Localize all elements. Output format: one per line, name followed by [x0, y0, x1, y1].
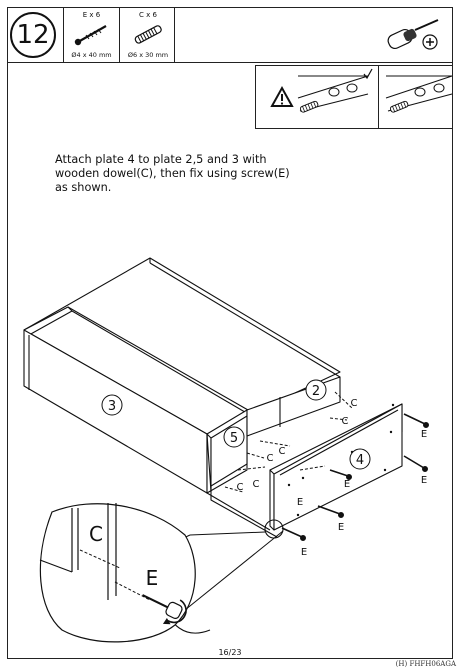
footer-code: (H) FHFH06AGA [395, 660, 456, 668]
detail-c-label: C [89, 522, 103, 546]
detail-circle [39, 503, 196, 643]
plate-5-marker [223, 426, 245, 448]
dowel-c-label: C [279, 446, 286, 457]
warning-divider [378, 66, 379, 128]
dowel-c-label: C [342, 416, 349, 427]
header-bar [7, 7, 453, 63]
part-quantity: C x 6 [139, 11, 157, 19]
dowel-c-label: C [267, 453, 274, 464]
wooden-dowel-icon [134, 25, 162, 44]
screw-e-label: E [297, 497, 303, 508]
screw-e-label: E [338, 522, 344, 533]
checkmark-icon [363, 68, 373, 80]
part-dowel-c: C x 6 Ø6 x 30 mm [120, 8, 176, 62]
page-frame [7, 7, 453, 659]
page-number: 16/23 [218, 648, 242, 657]
plate-2-label: 2 [312, 384, 320, 399]
screw-e-label: E [344, 479, 350, 490]
dowel-c-label: C [351, 398, 358, 409]
screw-e-label: E [421, 475, 427, 486]
screw-icon [74, 25, 107, 46]
warning-illustration [270, 68, 453, 113]
warning-icon [270, 85, 294, 107]
dowel-c-label: C [253, 479, 260, 490]
parts-list: E x 6 Ø4 x 40 mm C x 6 Ø6 x 30 [63, 8, 175, 62]
plate-3-label: 3 [108, 399, 116, 414]
dowel-c-label: C [237, 482, 244, 493]
instruction-text: Attach plate 4 to plate 2,5 and 3 with w… [55, 153, 290, 194]
part-size: Ø4 x 40 mm [71, 51, 112, 59]
detail-e-label: E [146, 566, 159, 590]
screw-e-label: E [421, 429, 427, 440]
part-screw-e: E x 6 Ø4 x 40 mm [64, 8, 120, 62]
warning-panel [255, 65, 453, 129]
plate-4-label: 4 [356, 453, 364, 468]
part-quantity: E x 6 [82, 11, 101, 19]
part-size: Ø6 x 30 mm [127, 51, 169, 59]
screwdriver-icon [387, 19, 439, 50]
plate-5-label: 5 [230, 431, 238, 446]
step-number: 12 [10, 12, 56, 58]
screw-e-label: E [301, 547, 307, 558]
plate-3-marker [101, 394, 123, 416]
plate-2-marker [305, 379, 327, 401]
plate-4-marker [349, 448, 371, 470]
